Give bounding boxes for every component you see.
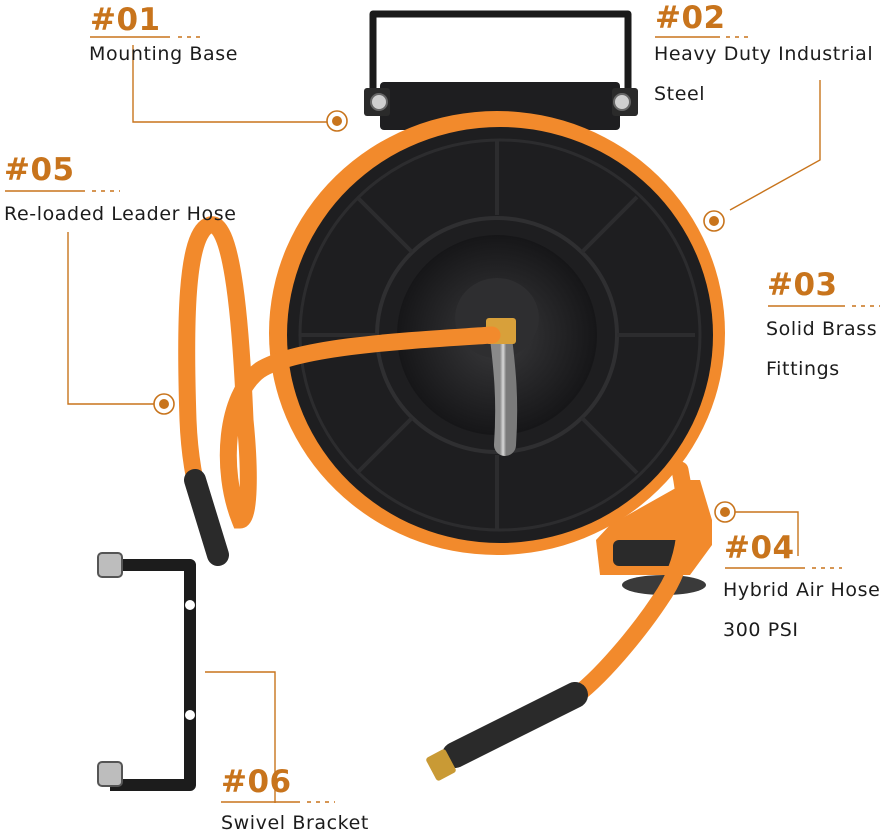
callout-number: #04 bbox=[724, 530, 795, 566]
marker-04 bbox=[714, 501, 736, 523]
leader-line-06 bbox=[205, 671, 276, 803]
callout-label: Heavy Duty Industrial bbox=[654, 43, 874, 65]
callout-label-line2: Fittings bbox=[766, 358, 840, 380]
callout-number: #06 bbox=[221, 764, 292, 800]
leader-line-01 bbox=[132, 45, 335, 123]
leader-line-02 bbox=[729, 80, 821, 211]
callout-label: Swivel Bracket bbox=[221, 812, 369, 834]
callout-label: Solid Brass bbox=[766, 318, 878, 340]
leader-line-04 bbox=[727, 511, 799, 556]
marker-02 bbox=[703, 210, 725, 232]
marker-01 bbox=[326, 110, 348, 132]
callout-number: #03 bbox=[767, 267, 838, 303]
callout-number: #02 bbox=[655, 0, 726, 36]
callout-leader-lines bbox=[5, 36, 880, 803]
callout-label: Re-loaded Leader Hose bbox=[4, 203, 237, 225]
callout-label-line2: 300 PSI bbox=[723, 619, 799, 641]
callout-number: #01 bbox=[90, 2, 161, 38]
hose-guide bbox=[426, 461, 712, 781]
callout-number: #05 bbox=[4, 152, 75, 188]
callout-label: Hybrid Air Hose bbox=[723, 579, 881, 601]
marker-05 bbox=[153, 393, 175, 415]
swivel-bracket bbox=[97, 552, 196, 791]
callout-label: Mounting Base bbox=[89, 43, 239, 65]
leader-hose bbox=[178, 216, 501, 566]
callout-markers bbox=[153, 110, 736, 523]
mounting-base bbox=[364, 10, 638, 130]
leader-line-05 bbox=[67, 232, 164, 405]
callout-label-line2: Steel bbox=[654, 83, 706, 105]
